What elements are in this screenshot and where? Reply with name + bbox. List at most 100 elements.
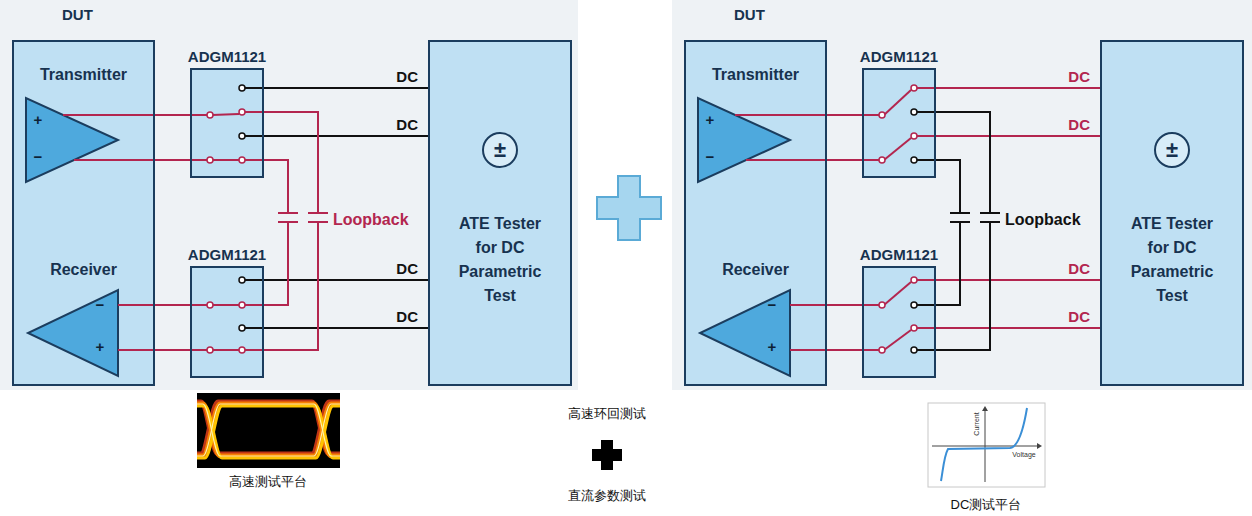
transmitter-amplifier [698, 98, 790, 182]
capacitor-plate [980, 221, 1000, 223]
wire [864, 349, 879, 351]
capacitor-plate [950, 212, 970, 214]
wire [192, 159, 207, 161]
block-label: Transmitter [686, 66, 825, 84]
capacitor-gap [987, 214, 993, 221]
pin-sign: − [96, 296, 105, 314]
signal-wire [827, 304, 862, 306]
switch-chip: ADGM1121 [862, 68, 936, 178]
switch-pin [207, 112, 213, 118]
wire [245, 159, 262, 161]
wire [245, 349, 262, 351]
switch-pin [207, 302, 213, 308]
wire [917, 327, 934, 329]
wire [245, 87, 262, 89]
wire [118, 304, 153, 306]
wire [864, 304, 879, 306]
wire [245, 111, 262, 113]
switch-pin [239, 157, 245, 163]
iv-curve [941, 408, 1027, 481]
wire [917, 111, 934, 113]
capacitor-plate [980, 212, 1000, 214]
receiver-amplifier [28, 290, 118, 376]
chip-label: ADGM1121 [162, 48, 292, 66]
pin-sign: − [768, 296, 777, 314]
switch-pin [239, 133, 245, 139]
pin-sign: + [768, 338, 777, 356]
source-symbol [430, 42, 570, 384]
caption: 高速环回测试 [568, 406, 646, 422]
switch-pin [911, 85, 917, 91]
panel-title: DUT [62, 6, 578, 24]
tester-label: ATE Tester for DC Parametric Test [1122, 212, 1222, 308]
switch-pin [911, 157, 917, 163]
eye-traces [197, 402, 340, 458]
switch-pin [911, 325, 917, 331]
capacitor-plate [278, 212, 298, 214]
wire-label: DC [1068, 68, 1090, 86]
wire [917, 87, 934, 89]
signal-wire [155, 159, 190, 161]
chip-label: ADGM1121 [162, 246, 292, 264]
wire [864, 114, 879, 116]
wire [192, 114, 207, 116]
pin-sign: + [706, 111, 715, 129]
capacitor-gap [315, 214, 321, 221]
wire [790, 349, 825, 351]
signal-wire [155, 114, 190, 116]
capacitor-symbol [980, 213, 1000, 222]
eye-trace [197, 404, 340, 456]
wire-label: DC [396, 260, 418, 278]
wire [746, 159, 825, 161]
dut-panel-ground [672, 0, 1252, 390]
capacitor-plate [308, 212, 328, 214]
plus-minus-symbol: ± [1102, 138, 1242, 162]
chip-label: ADGM1121 [834, 246, 964, 264]
signal-wire [936, 160, 960, 305]
switch-pin [239, 85, 245, 91]
capacitor-plate [308, 221, 328, 223]
signal-wire [827, 114, 862, 116]
wire [884, 282, 911, 305]
wire [884, 330, 911, 350]
wire [192, 349, 207, 351]
caption: 直流参数测试 [568, 488, 646, 504]
wire [192, 304, 207, 306]
signal-wire [155, 349, 190, 351]
signal-wire [936, 327, 1100, 329]
wire-label: DC [396, 68, 418, 86]
wire [917, 349, 934, 351]
switch-pin [239, 302, 245, 308]
switch-pin [911, 277, 917, 283]
wire-label: DC [1068, 116, 1090, 134]
signal-wire [264, 112, 318, 350]
loopback-label: Loopback [333, 211, 409, 229]
wire [118, 349, 153, 351]
switch-chip: ADGM1121 [190, 266, 264, 378]
eye-trace [197, 404, 340, 456]
signal-wire [155, 304, 190, 306]
wire [74, 159, 153, 161]
pin-sign: − [706, 148, 715, 166]
capacitor-plate [278, 221, 298, 223]
wire [735, 114, 825, 116]
wire [917, 159, 934, 161]
switch-pin [207, 157, 213, 163]
switch-pin [239, 325, 245, 331]
loopback-label: Loopback [1005, 211, 1081, 229]
transceiver-illustration [686, 42, 825, 384]
wire [245, 304, 262, 306]
signal-wire [936, 135, 1100, 137]
switch-pin [911, 302, 917, 308]
caption: 高速测试平台 [229, 474, 307, 490]
switch-pin [879, 347, 885, 353]
switch-pin [207, 347, 213, 353]
wire [864, 159, 879, 161]
signal-wire [936, 112, 990, 350]
switch-pin [879, 302, 885, 308]
signal-wire [936, 87, 1100, 89]
wire-label: DC [396, 116, 418, 134]
source-symbol [1102, 42, 1242, 384]
switch-pin [239, 347, 245, 353]
